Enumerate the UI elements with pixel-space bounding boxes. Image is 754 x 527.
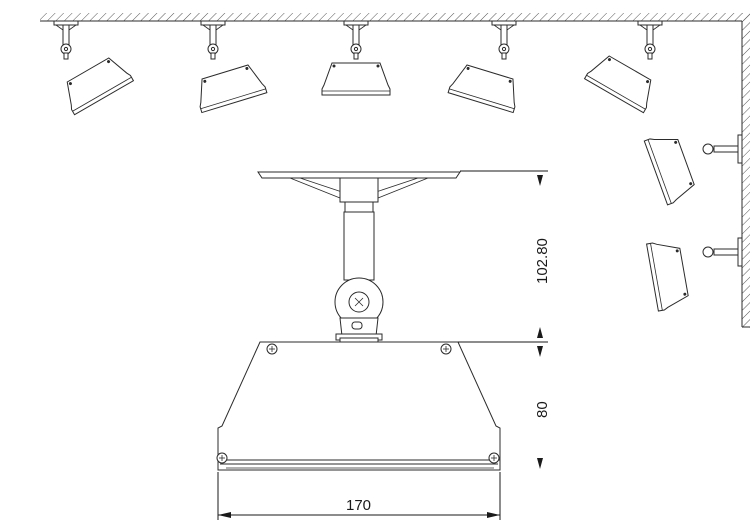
screw xyxy=(216,452,228,464)
screw xyxy=(440,343,452,355)
ceiling xyxy=(40,13,750,22)
housing-height-label: 80 xyxy=(534,401,551,418)
housing-width-label: 170 xyxy=(346,497,371,514)
wall xyxy=(741,13,750,328)
dimension-horizontal xyxy=(217,472,501,520)
screw xyxy=(488,452,500,464)
ceiling-luminaire-3 xyxy=(321,20,391,96)
housing xyxy=(217,341,501,471)
ceiling-luminaire-4 xyxy=(447,20,524,114)
screw xyxy=(266,343,278,355)
ceiling-luminaire-1 xyxy=(53,20,134,116)
main-luminaire xyxy=(216,171,501,471)
mounting-plate xyxy=(257,171,461,179)
dimension-vertical xyxy=(458,170,548,469)
stem xyxy=(343,211,375,281)
wall-luminaire-1 xyxy=(643,129,743,206)
ceiling-luminaire-2 xyxy=(191,20,268,114)
bracket-height-label: 102.80 xyxy=(534,238,551,284)
ceiling-luminaire-5 xyxy=(584,20,663,114)
wall-luminaire-2 xyxy=(646,237,743,312)
